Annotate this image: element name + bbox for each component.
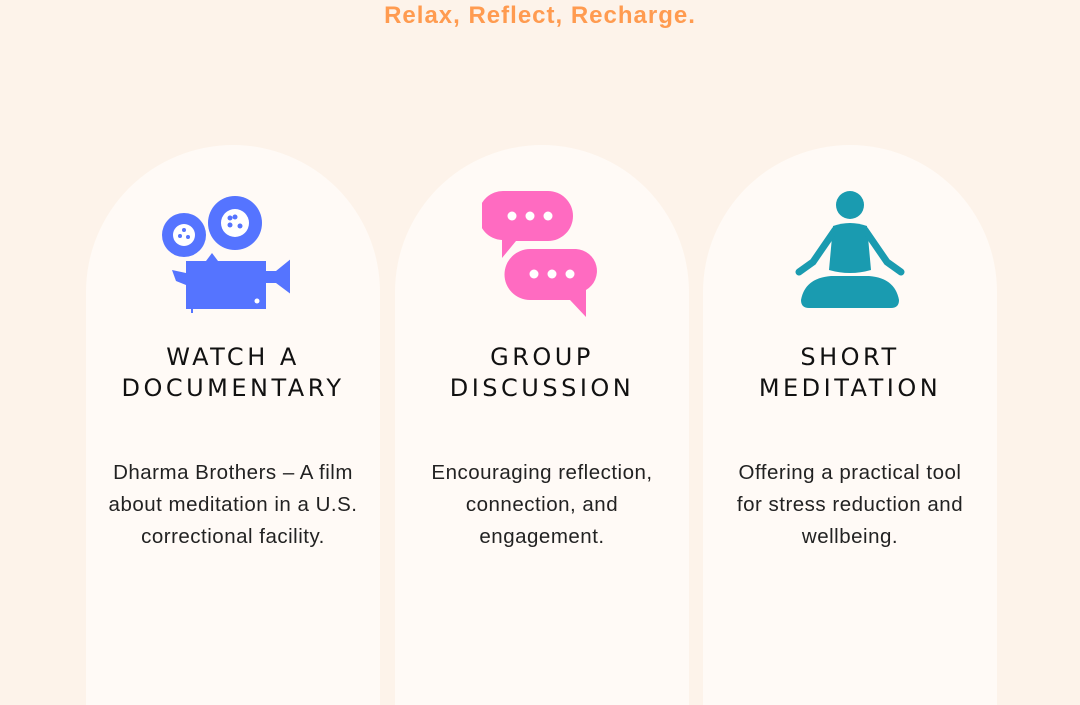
card-description: Dharma Brothers – A film about meditatio…: [108, 461, 358, 548]
film-camera-icon: [162, 196, 290, 313]
meditation-icon: [795, 191, 905, 308]
card-description: Offering a practical tool for stress red…: [736, 461, 964, 548]
chat-bubbles-icon: [482, 190, 597, 317]
tagline: Relax, Reflect, Recharge.: [384, 2, 696, 29]
card-description: Encouraging reflection, connection, and …: [431, 461, 653, 548]
